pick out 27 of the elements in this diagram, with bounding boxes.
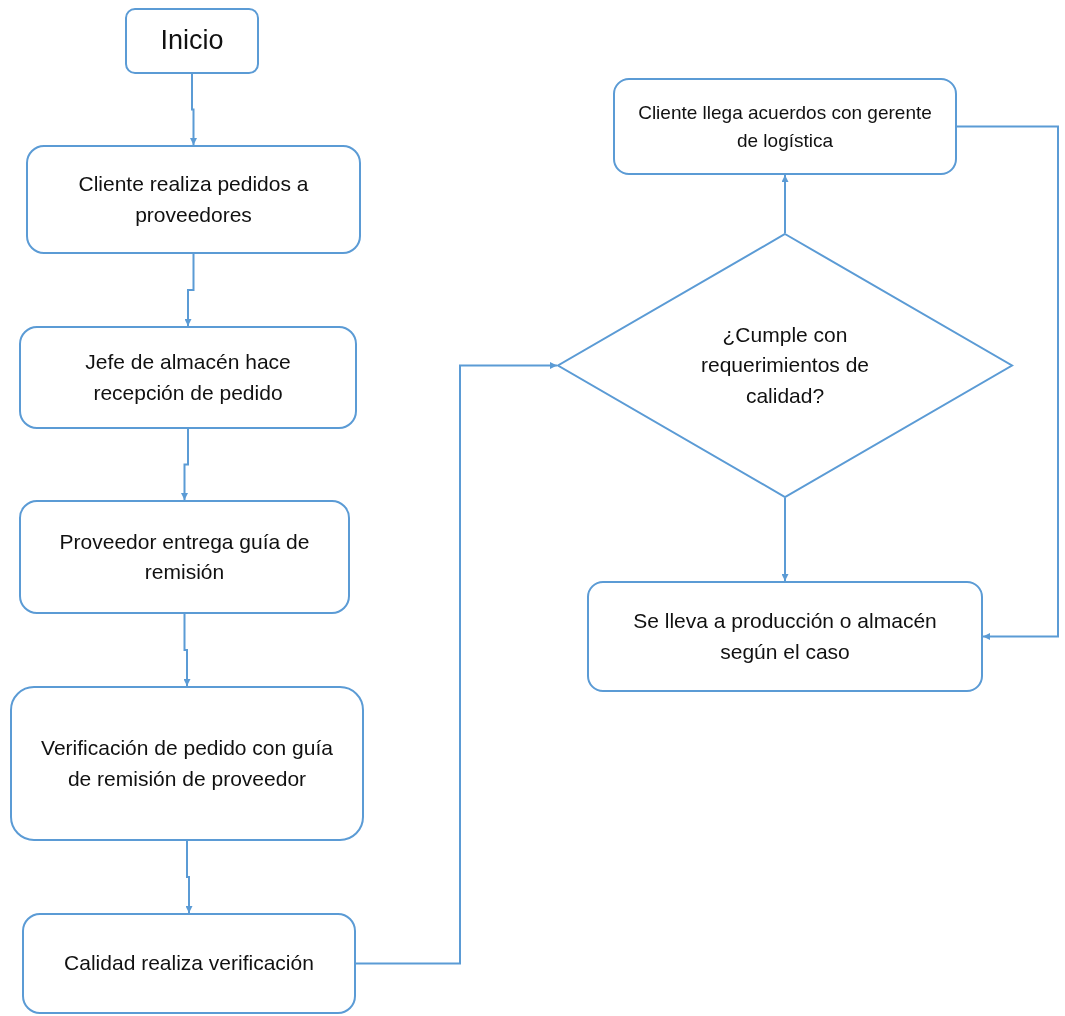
arrow	[183, 613, 191, 687]
start-box	[125, 8, 259, 74]
process-box	[26, 145, 361, 254]
arrow	[184, 253, 195, 327]
decision-diamond	[557, 233, 1013, 498]
arrow	[181, 428, 189, 501]
arrow	[185, 840, 193, 914]
node-label: Proveedor entrega guía de remisión	[58, 528, 311, 585]
node-label: Calidad realiza verificación	[64, 950, 314, 977]
node-label: Verificación de pedido con guía de remisión de proveedor	[40, 735, 334, 792]
node-label: Jefe de almacén hace recepción de pedido	[84, 349, 292, 406]
node-label: ¿Cumple con requerimientos de calidad?	[699, 321, 871, 409]
arrow	[190, 73, 197, 146]
node-label: Cliente llega acuerdos con gerente de logística	[637, 100, 933, 153]
arrow	[355, 362, 558, 965]
arrow	[781, 497, 789, 582]
process-box	[22, 913, 356, 1014]
node-label: Inicio	[160, 24, 224, 58]
arrow	[956, 125, 1059, 640]
process-box	[19, 326, 357, 429]
node-label: Se lleva a producción o almacén según el caso	[632, 608, 938, 665]
process-box	[19, 500, 350, 614]
process-box	[587, 581, 983, 692]
arrow	[781, 174, 789, 234]
process-box	[10, 686, 364, 841]
node-label: Cliente realiza pedidos a proveedores	[77, 171, 310, 228]
process-box	[613, 78, 957, 175]
